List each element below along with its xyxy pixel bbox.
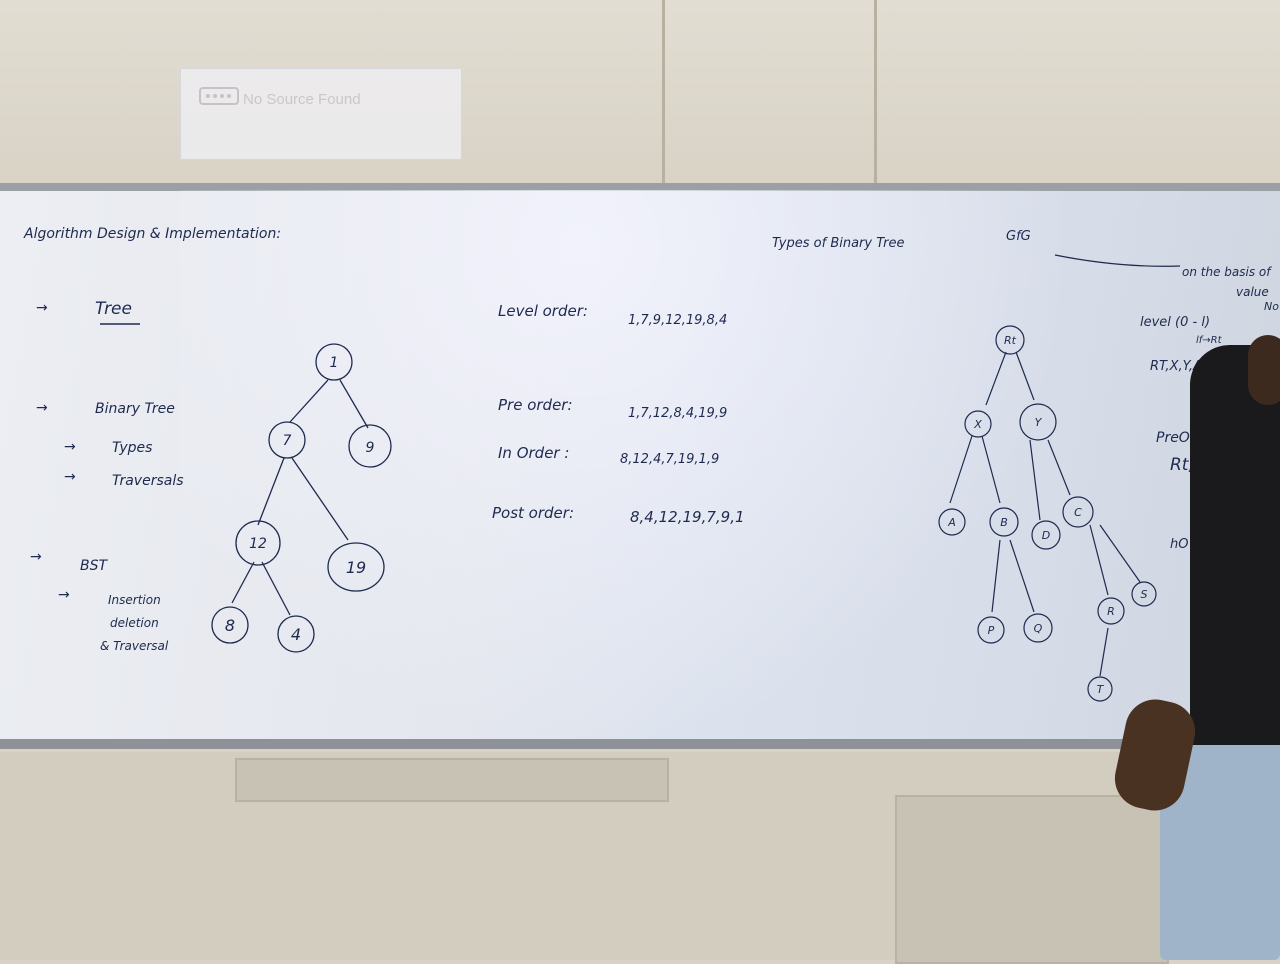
tree2-node: R	[1107, 605, 1115, 618]
tree2-node: X	[973, 418, 982, 431]
person-shirt	[1190, 345, 1280, 745]
types-tree-diagram	[938, 325, 1157, 702]
topic-binary-tree: Binary Tree	[95, 401, 175, 417]
projector-icon	[199, 87, 239, 105]
arrow-icon: →	[64, 439, 76, 455]
topic-traversals: Traversals	[112, 473, 184, 489]
basis-note: on the basis of	[1182, 265, 1272, 279]
tree2-node: D	[1042, 529, 1050, 542]
tree-node: 1	[330, 355, 339, 371]
wall-seam	[662, 0, 665, 200]
topic-list: → Tree → Binary Tree → Types → Traversal…	[30, 299, 184, 653]
topic-tree: Tree	[95, 299, 132, 319]
types-tree-labels: Rt X Y A B D C P Q R S T	[947, 334, 1147, 696]
tree2-node: Q	[1034, 622, 1043, 635]
tree2-node: S	[1141, 588, 1148, 601]
tree-node: 12	[249, 536, 267, 552]
arrow-icon: →	[36, 300, 48, 316]
level-rule: level (0 - l)	[1140, 315, 1210, 330]
level-rule-direction: lf→Rt	[1196, 335, 1223, 346]
wall-seam	[874, 0, 877, 200]
tree-node: 19	[346, 558, 366, 577]
tree-node: 9	[366, 440, 375, 456]
arrow-icon: →	[36, 400, 48, 416]
tree-node-labels: 1 7 9 12 19 8 4	[225, 355, 375, 644]
post-order-label: Post order:	[492, 504, 574, 522]
in-order-value: 8,12,4,7,19,1,9	[620, 452, 719, 467]
tree2-node: B	[1000, 516, 1008, 529]
preorder-partial: Rt,	[1170, 455, 1194, 475]
topic-traversal: & Traversal	[100, 639, 169, 653]
topic-bst: BST	[80, 558, 108, 574]
topic-deletion: deletion	[110, 616, 159, 630]
wall-panel	[235, 758, 669, 802]
arrow-icon: →	[64, 469, 76, 485]
person-head	[1248, 335, 1280, 405]
topic-insertion: Insertion	[108, 593, 161, 607]
projector-screen: No Source Found	[180, 68, 462, 160]
value-note: value	[1236, 285, 1269, 299]
types-title: Types of Binary Tree	[772, 236, 905, 251]
level-order-value: 1,7,9,12,19,8,4	[628, 313, 727, 328]
tree2-node: C	[1074, 506, 1082, 519]
tree2-node: A	[947, 516, 956, 529]
arrow-icon: →	[58, 587, 70, 603]
pre-order-label: Pre order:	[498, 396, 573, 414]
level-order-label: Level order:	[498, 302, 588, 320]
arrow-icon: →	[30, 549, 42, 565]
tree-node: 4	[291, 625, 301, 644]
tree2-node: T	[1097, 683, 1105, 696]
tree2-node: Rt	[1004, 334, 1017, 347]
tree-node: 8	[225, 616, 235, 635]
board-title: Algorithm Design & Implementation:	[23, 226, 281, 242]
pre-order-value: 1,7,12,8,4,19,9	[628, 406, 727, 421]
in-order-label: In Order :	[498, 444, 569, 462]
tree2-node: Y	[1035, 416, 1043, 429]
projector-status: No Source Found	[243, 91, 361, 108]
tree-node: 7	[283, 433, 292, 449]
tree2-node: P	[988, 624, 995, 637]
projector-glare	[180, 190, 1080, 750]
post-order-value: 8,4,12,19,7,9,1	[630, 508, 745, 526]
gfg-tag: GfG	[1006, 229, 1031, 244]
topic-types: Types	[112, 440, 152, 456]
binary-tree-diagram	[211, 343, 392, 653]
cut-text: hO	[1170, 537, 1188, 552]
traversal-list: Level order: 1,7,9,12,19,8,4 Pre order: …	[492, 302, 745, 526]
no-note: No	[1264, 300, 1279, 313]
wall-panel	[895, 795, 1169, 964]
